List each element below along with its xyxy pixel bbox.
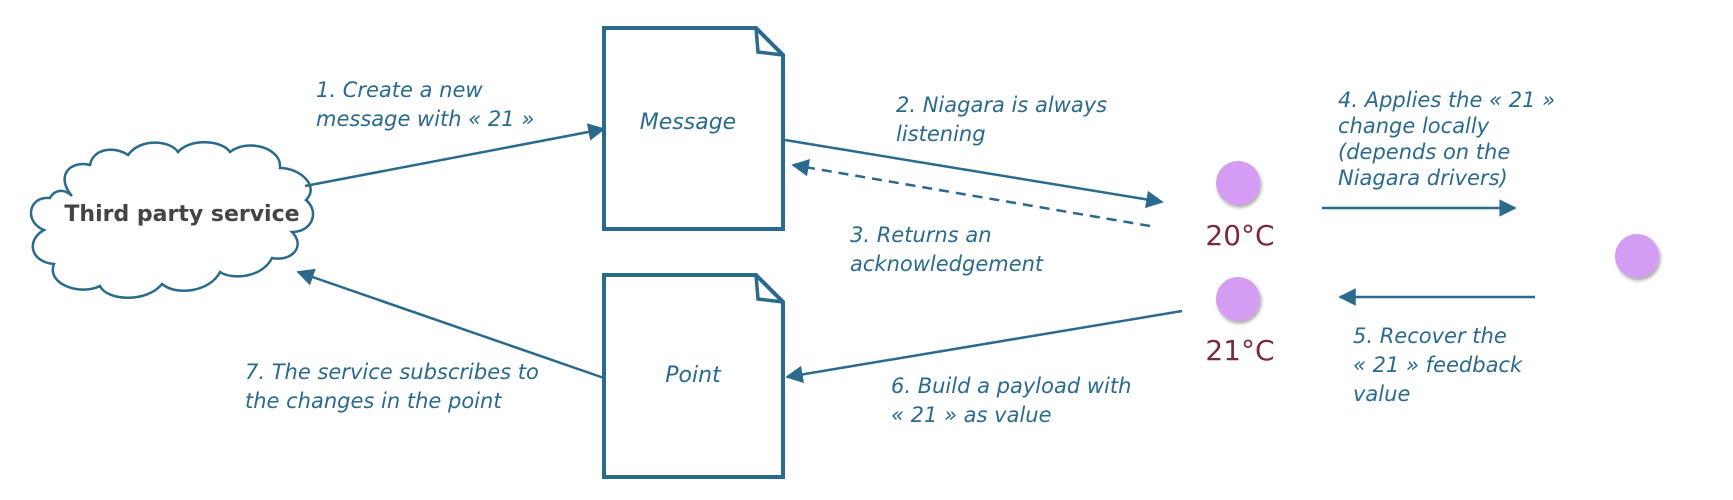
device-dot-current bbox=[1216, 161, 1260, 205]
document-icon bbox=[602, 273, 785, 479]
step-4-label: 4. Applies the « 21 » change locally (de… bbox=[1338, 88, 1562, 190]
arrow-service-subscribes bbox=[296, 268, 605, 380]
arrow-acknowledgement bbox=[791, 159, 1151, 228]
temperature-target: 21°C bbox=[1205, 334, 1274, 367]
point-label: Point bbox=[665, 363, 722, 388]
step-2-label: 2. Niagara is always listening bbox=[896, 93, 1114, 146]
step-3-label: 3. Returns an acknowledgement bbox=[850, 223, 1044, 276]
device-dot-target bbox=[1216, 277, 1260, 321]
document-icon bbox=[602, 26, 785, 231]
cloud-label: Third party service bbox=[64, 202, 299, 227]
arrow-create-message bbox=[304, 123, 606, 188]
device-dot-remote bbox=[1615, 234, 1659, 278]
arrow-build-payload bbox=[785, 309, 1183, 384]
step-1-label: 1. Create a new message with « 21 » bbox=[316, 78, 534, 131]
message-document: Message bbox=[602, 26, 785, 231]
arrow-niagara-listening bbox=[784, 138, 1164, 209]
temperature-current: 20°C bbox=[1205, 219, 1274, 252]
cloud-icon bbox=[29, 141, 315, 299]
message-label: Message bbox=[640, 110, 736, 135]
step-5-label: 5. Recover the « 21 » feedback value bbox=[1353, 324, 1529, 406]
third-party-service-cloud: Third party service bbox=[29, 141, 315, 299]
step-7-label: 7. The service subscribes to the changes… bbox=[245, 360, 546, 413]
point-document: Point bbox=[602, 273, 785, 479]
step-6-label: 6. Build a payload with « 21 » as value bbox=[891, 374, 1138, 427]
